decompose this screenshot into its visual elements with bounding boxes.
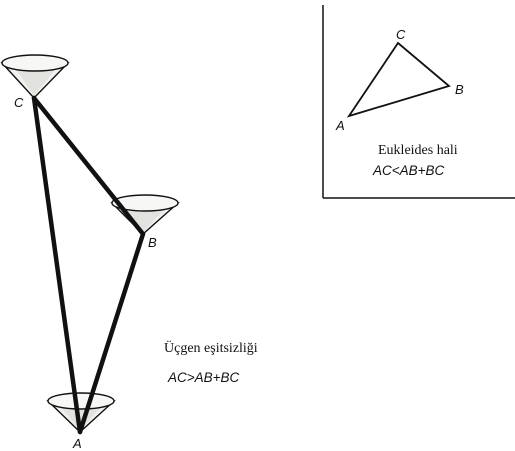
side-ba [77, 231, 146, 435]
euclid-vertex-label-a: A [335, 118, 345, 133]
spacetime-caption: Üçgen eşitsizliği [164, 339, 258, 356]
euclid-caption: Eukleides hali [378, 143, 458, 158]
euclid-vertex-label-b: B [455, 82, 464, 97]
vertex-label-c: C [14, 95, 24, 110]
side-ac [31, 95, 83, 435]
light-cone-c [0, 54, 70, 100]
vertex-label-a: A [72, 436, 82, 451]
spacetime-formula: AC>AB+BC [167, 370, 240, 385]
euclidean-triangle [346, 41, 451, 118]
spacetime-triangle-figure: C B A Üçgen eşitsizliği AC>AB+BC [0, 54, 258, 451]
euclid-vertex-label-c: C [396, 27, 406, 42]
euclid-formula: AC<AB+BC [372, 163, 445, 178]
vertex-label-b: B [148, 235, 157, 250]
light-cone-a [46, 392, 116, 433]
euclidean-inset: C B A Eukleides hali AC<AB+BC [322, 5, 515, 199]
side-cb [31, 95, 146, 237]
light-cone-b [110, 194, 180, 235]
